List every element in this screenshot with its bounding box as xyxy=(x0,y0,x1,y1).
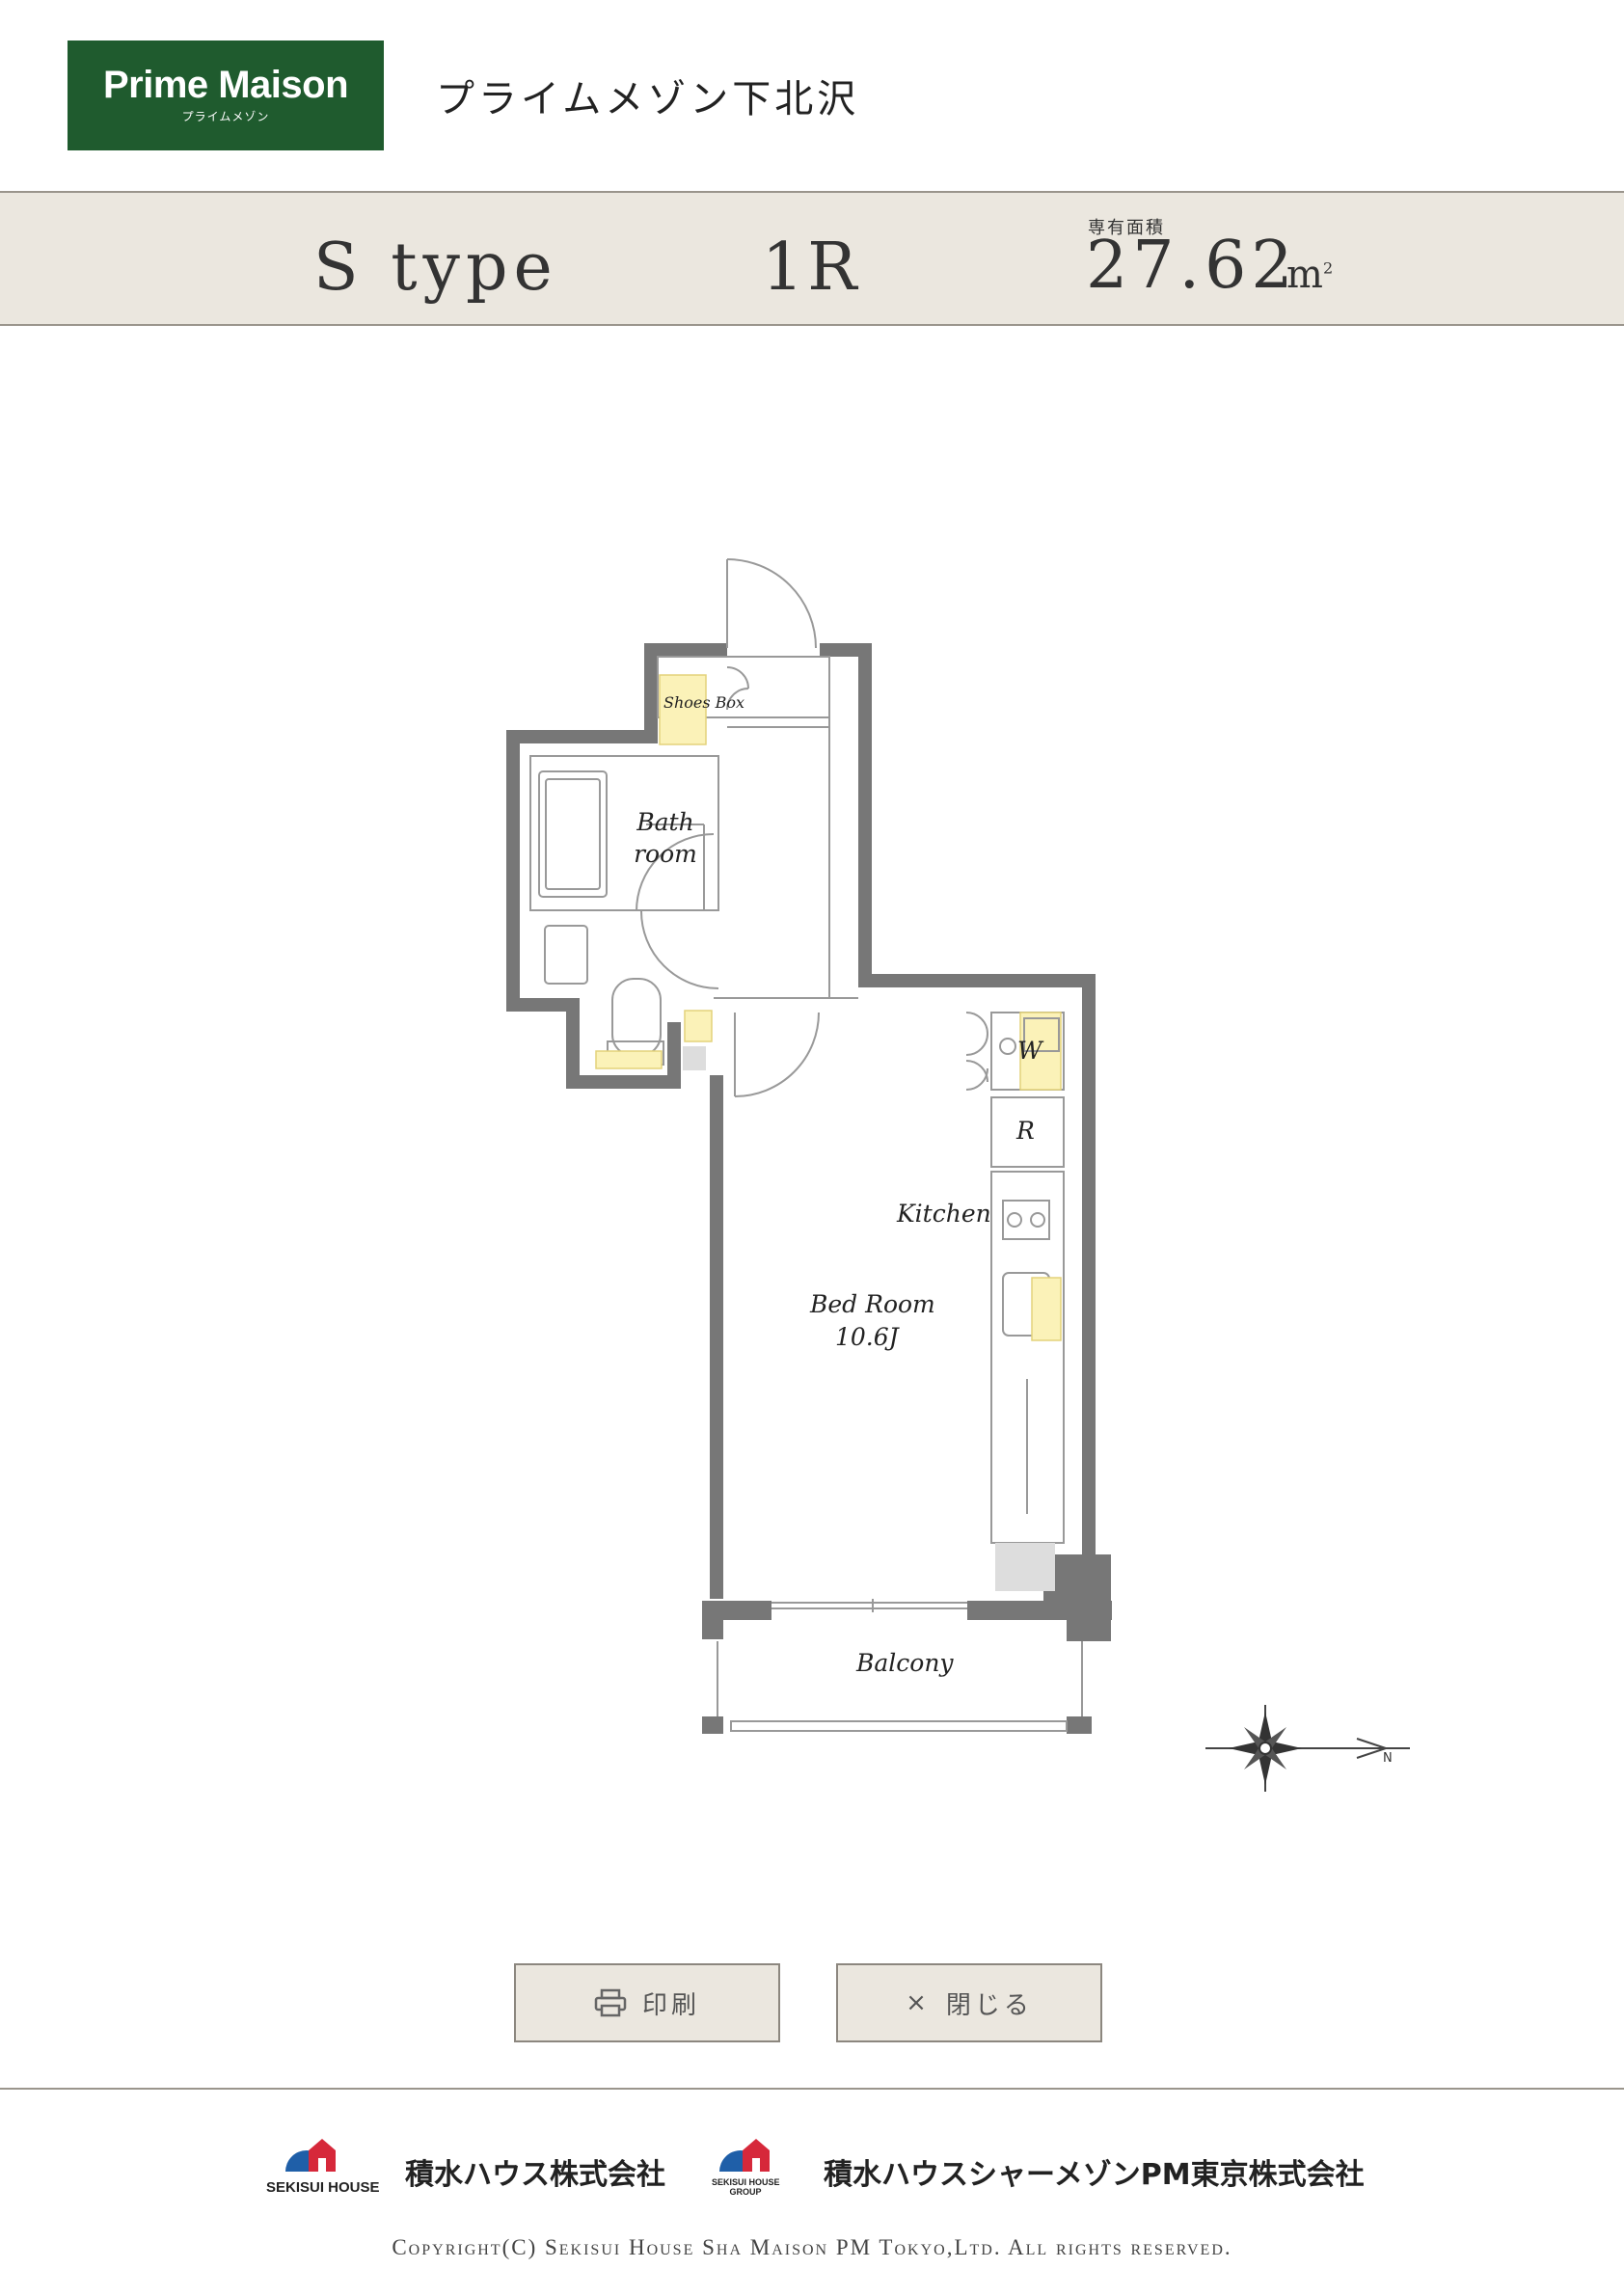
kitchen-end-block xyxy=(995,1543,1055,1591)
room-label-bath-room: Bath room xyxy=(634,808,697,868)
area-value: 27.62 xyxy=(1086,228,1298,304)
company1-logo: SEKISUI HOUSE 積水ハウス株式会社 xyxy=(266,2133,687,2201)
sekisui-house-mark-icon xyxy=(285,2139,336,2172)
close-icon: × xyxy=(906,1988,931,2017)
company2-tag-line1: SEKISUI HOUSE xyxy=(712,2177,780,2187)
area-label: 専有面積 xyxy=(1088,218,1165,238)
unit-info-band xyxy=(0,191,1624,326)
close-button[interactable]: × 閉じる xyxy=(836,1963,1102,2042)
room-label-refrigerator: R xyxy=(1016,1117,1035,1145)
unit-type: S type xyxy=(313,230,558,306)
logo-text: Prime Maison xyxy=(102,64,349,106)
area-unit-text: m xyxy=(1286,253,1323,297)
company2-name: 積水ハウスシャーメゾンPM東京株式会社 xyxy=(824,2158,1365,2192)
copyright: Copyright(C) Sekisui House Sha Maison PM… xyxy=(392,2235,1232,2259)
logo-subtext: プライムメゾン xyxy=(181,110,270,123)
compass-icon xyxy=(1205,1705,1410,1792)
close-button-label: 閉じる xyxy=(945,1990,1033,2020)
print-button-label: 印刷 xyxy=(641,1990,700,2020)
company1-tag: SEKISUI HOUSE xyxy=(266,2179,380,2196)
compass-north-label: N xyxy=(1383,1751,1393,1766)
area-unit-sup: 2 xyxy=(1322,258,1334,278)
company2-tag-line2: GROUP xyxy=(729,2187,762,2197)
printer-icon xyxy=(594,1988,627,2017)
footer-divider xyxy=(0,2088,1624,2090)
floor-plan xyxy=(506,558,1410,1792)
prime-maison-logo: Prime Maison プライムメゾン xyxy=(68,41,384,150)
building-name: プライムメゾン下北沢 xyxy=(436,77,860,122)
thin-lines xyxy=(529,558,1083,1732)
sekisui-house-group-mark-icon xyxy=(719,2139,770,2172)
company1-name: 積水ハウス株式会社 xyxy=(405,2158,665,2192)
room-label-bed-room-size: 10.6J xyxy=(835,1323,899,1351)
room-label-kitchen: Kitchen xyxy=(897,1200,991,1228)
area-unit: m2 xyxy=(1286,253,1333,297)
room-label-bed-room: Bed Room xyxy=(810,1290,935,1318)
walls xyxy=(506,643,1112,1734)
unit-layout: 1R xyxy=(762,230,861,306)
print-button[interactable]: 印刷 xyxy=(514,1963,780,2042)
room-label-washer: W xyxy=(1017,1037,1042,1065)
company2-tag: SEKISUI HOUSE GROUP xyxy=(712,2177,780,2197)
room-label-shoes-box: Shoes Box xyxy=(663,693,745,712)
company2-logo: SEKISUI HOUSE GROUP 積水ハウスシャーメゾンPM東京株式会社 xyxy=(712,2133,1371,2201)
room-label-balcony: Balcony xyxy=(856,1649,954,1677)
washer-pan xyxy=(1023,1017,1060,1052)
pipe-space xyxy=(683,1046,706,1070)
washer-drain xyxy=(999,1038,1016,1055)
